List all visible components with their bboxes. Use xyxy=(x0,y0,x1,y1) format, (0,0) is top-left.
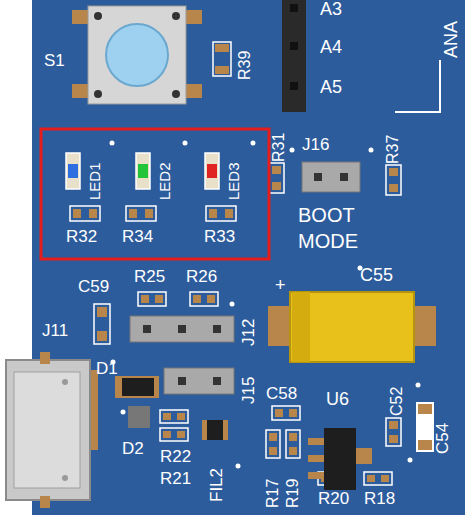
silkscreen-label-vertical: C54 xyxy=(434,423,452,454)
silkscreen-label: R20 xyxy=(318,490,349,508)
silkscreen-label: U6 xyxy=(326,390,349,408)
tantalum-capacitor xyxy=(268,292,436,362)
silkscreen-label: R26 xyxy=(186,268,217,286)
silkscreen-label-vertical: R39 xyxy=(236,51,254,80)
silkscreen-label: C55 xyxy=(360,266,393,284)
via-dots xyxy=(110,141,421,469)
silkscreen-label-vertical: LED2 xyxy=(156,162,174,200)
silkscreen-label-vertical: LED1 xyxy=(86,162,104,200)
silkscreen-label-vertical: R19 xyxy=(284,479,302,508)
usb-connector xyxy=(6,352,98,508)
silkscreen-label: R22 xyxy=(160,448,191,466)
silkscreen-label-vertical: R37 xyxy=(384,135,402,164)
silkscreen-label: J16 xyxy=(302,136,329,154)
silkscreen-label: A3 xyxy=(320,0,342,18)
silkscreen-label: C59 xyxy=(78,278,109,296)
pads xyxy=(73,44,398,482)
silkscreen-label: R25 xyxy=(134,268,165,286)
silkscreen-label: D2 xyxy=(122,440,144,458)
silkscreen-label-vertical: J15 xyxy=(240,377,258,404)
silkscreen-label: BOOT MODE xyxy=(298,202,378,254)
smd-footprints xyxy=(70,42,401,485)
parts xyxy=(115,376,434,490)
silkscreen-label-vertical: C52 xyxy=(388,387,406,416)
pin-header xyxy=(282,0,440,112)
silkscreen-label: R18 xyxy=(364,490,395,508)
jumper xyxy=(302,162,360,192)
silkscreen-label: A5 xyxy=(320,78,342,96)
highlight-box xyxy=(41,129,269,259)
silkscreen-label-vertical: LED3 xyxy=(225,162,243,200)
push-button xyxy=(72,6,202,104)
silkscreen-label-vertical: R31 xyxy=(270,133,288,162)
silkscreen-label: R33 xyxy=(204,228,235,246)
silkscreen-label: A4 xyxy=(320,38,342,56)
silkscreen-label: R21 xyxy=(160,470,191,488)
silkscreen-label: J11 xyxy=(42,322,68,340)
silkscreen-label: R34 xyxy=(122,228,153,246)
silkscreen-label-vertical: ANA xyxy=(442,21,460,58)
silkscreen-label-vertical: FIL2 xyxy=(208,468,226,502)
silkscreen-label: D1 xyxy=(96,360,118,378)
silkscreen-label: S1 xyxy=(44,52,65,70)
board-ground xyxy=(32,0,465,515)
silkscreen-label-vertical: R17 xyxy=(264,479,282,508)
silkscreen-label: R32 xyxy=(66,228,97,246)
silkscreen-label: C58 xyxy=(266,385,297,403)
silkscreen-label: + xyxy=(275,276,286,294)
silkscreen-label-vertical: J12 xyxy=(240,319,258,346)
